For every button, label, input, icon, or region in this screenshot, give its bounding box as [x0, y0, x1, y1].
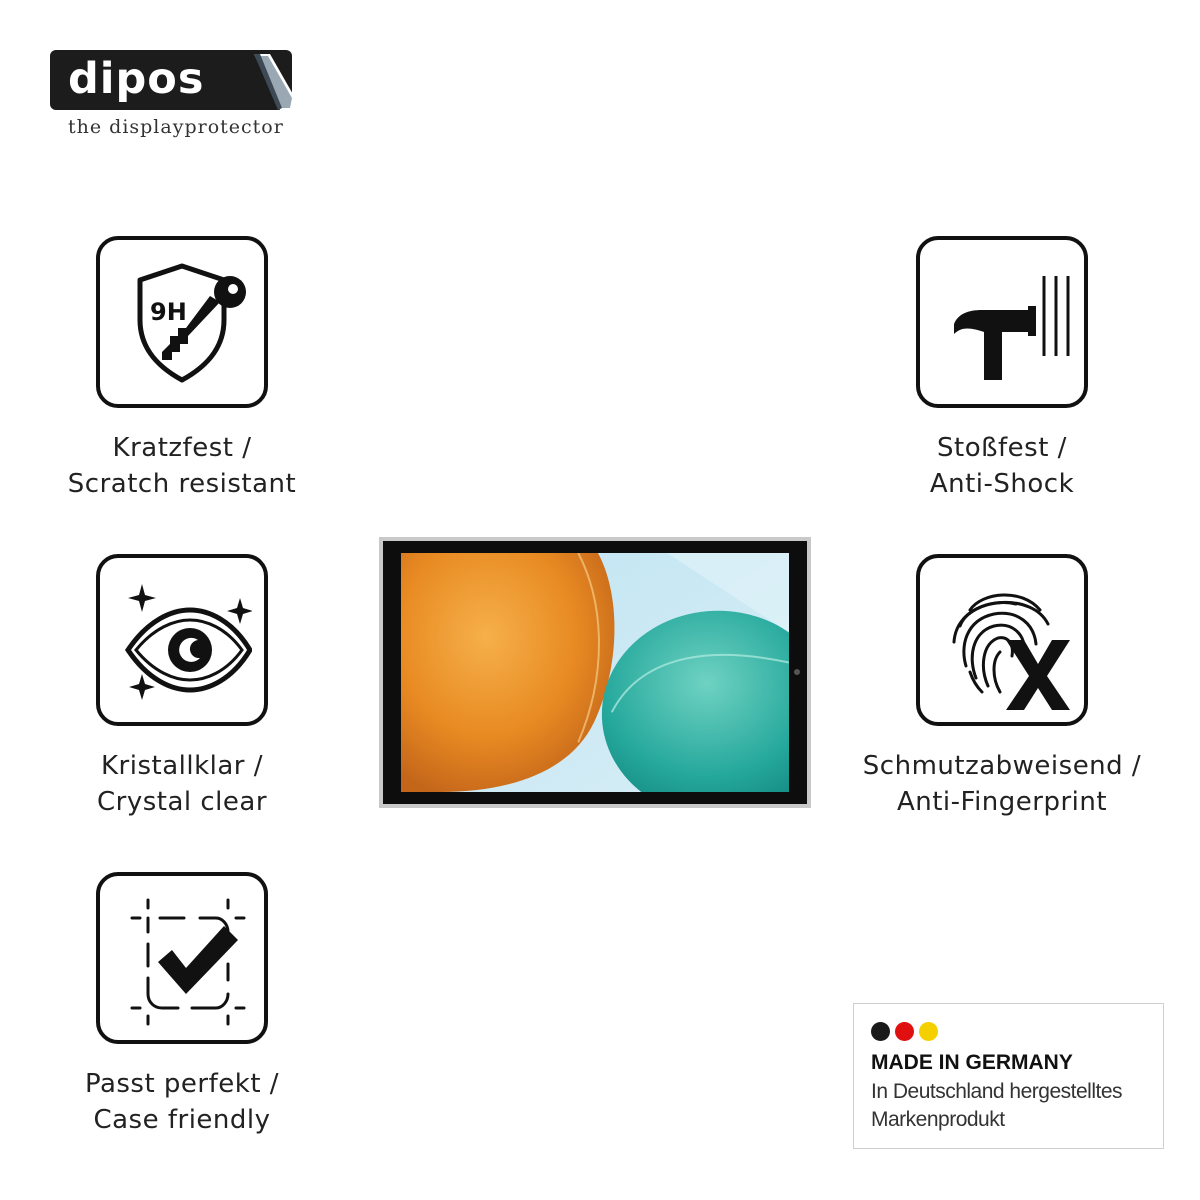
tablet-bezel — [383, 541, 807, 804]
feature-anti-fingerprint: Schmutzabweisend / Anti-Fingerprint — [832, 554, 1172, 820]
brand-tagline: the displayprotector — [68, 116, 284, 138]
feature-label: Passt perfekt / Case friendly — [12, 1066, 352, 1138]
wallpaper-image — [401, 553, 789, 792]
brand-logo: dipos the displayprotector — [50, 50, 295, 145]
hammer-shock-icon — [954, 276, 1070, 380]
feature-label-de: Kristallklar / — [100, 751, 263, 781]
badge-title: MADE IN GERMANY — [871, 1051, 1073, 1074]
fingerprint-cross-icon — [952, 593, 1070, 710]
flag-dot-gold — [919, 1022, 938, 1041]
scratch-shield-key-icon: 9H — [137, 263, 246, 383]
feature-label: Kratzfest / Scratch resistant — [12, 430, 352, 502]
feature-crystal-clear: Kristallklar / Crystal clear — [12, 554, 352, 820]
flag-dot-black — [871, 1022, 890, 1041]
hardness-badge: 9H — [150, 298, 187, 326]
front-camera — [794, 669, 800, 675]
feature-label-de: Kratzfest / — [112, 433, 252, 463]
feature-icon-frame: 9H — [96, 236, 268, 408]
feature-label-en: Scratch resistant — [67, 469, 297, 499]
feature-icon-frame — [96, 872, 268, 1044]
eye-sparkle-icon — [124, 584, 252, 700]
feature-label: Stoßfest / Anti-Shock — [832, 430, 1172, 502]
brand-name: dipos — [68, 54, 205, 104]
feature-label: Schmutzabweisend / Anti-Fingerprint — [832, 748, 1172, 820]
feature-icon-frame — [916, 236, 1088, 408]
feature-label-en: Anti-Shock — [929, 469, 1075, 499]
badge-line-1: In Deutschland hergestelltes — [871, 1080, 1123, 1103]
feature-anti-shock: Stoßfest / Anti-Shock — [832, 236, 1172, 502]
feature-label-de: Schmutzabweisend / — [862, 751, 1142, 781]
peel-corner-icon — [254, 54, 294, 110]
feature-case-friendly: Passt perfekt / Case friendly — [12, 872, 352, 1138]
feature-label: Kristallklar / Crystal clear — [12, 748, 352, 820]
flag-dot-red — [895, 1022, 914, 1041]
tablet-screen — [401, 553, 789, 792]
made-in-germany-badge: MADE IN GERMANY In Deutschland hergestel… — [853, 1003, 1164, 1149]
feature-label-en: Anti-Fingerprint — [896, 787, 1108, 817]
feature-label-en: Crystal clear — [96, 787, 268, 817]
feature-label-en: Case friendly — [93, 1105, 271, 1135]
tablet-product-image — [379, 537, 811, 808]
feature-icon-frame — [96, 554, 268, 726]
feature-label-de: Passt perfekt / — [84, 1069, 280, 1099]
logo-plate — [50, 50, 292, 110]
frame-check-icon — [130, 898, 246, 1026]
badge-line-2: Markenprodukt — [871, 1108, 1005, 1131]
feature-icon-frame — [916, 554, 1088, 726]
feature-scratch-resistant: 9H Kratzfest / Scratch resistant — [12, 236, 352, 502]
feature-label-de: Stoßfest / — [937, 433, 1067, 463]
german-flag-dots — [871, 1022, 943, 1044]
